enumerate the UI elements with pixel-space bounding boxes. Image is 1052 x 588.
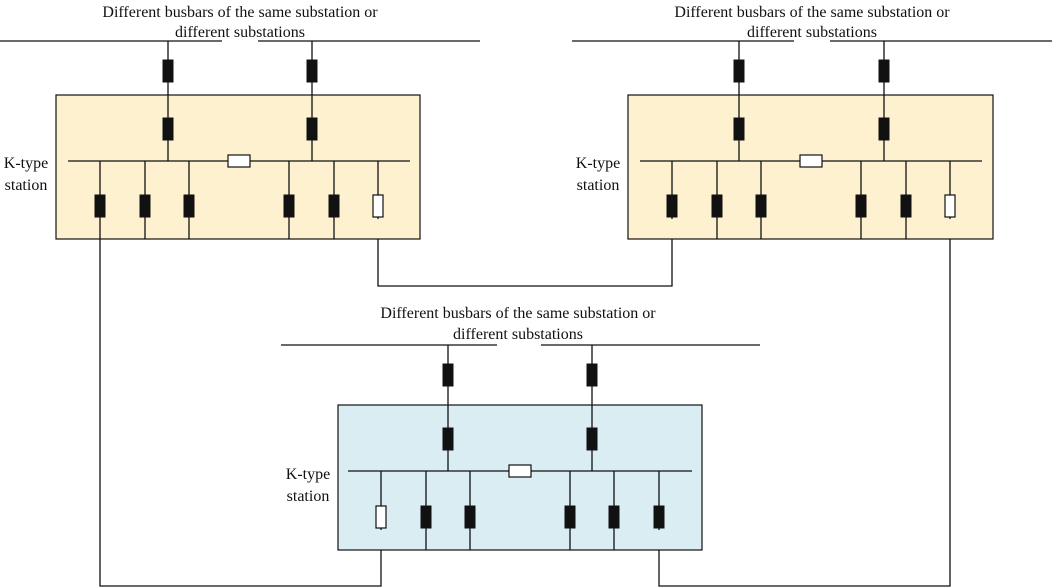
station-b-label-line1: K-type [576,155,620,172]
station-b-outgoing-switch-6-open [944,194,956,218]
station-b-outgoing-switch-2 [711,194,723,218]
station-b-outgoing-switch-5 [900,194,912,218]
station-b: Different busbars of the same substation… [572,4,1052,240]
station-b-busbar-caption-line1: Different busbars of the same substation… [674,4,950,21]
station-a-incoming-switch-right-upper [306,59,318,83]
station-c-incoming-switch-left-lower [442,427,454,451]
station-a-busbar-caption-line1: Different busbars of the same substation… [102,4,378,21]
station-b-incoming-switch-left-upper [733,59,745,83]
station-b-label-line2: station [577,177,620,194]
station-a-outgoing-switch-4 [283,194,295,218]
station-b-outgoing-switch-4 [855,194,867,218]
station-a-incoming-switch-left-upper [162,59,174,83]
station-c-outgoing-switch-1-open [375,505,387,529]
station-a-busbar-caption-line2: different substations [175,24,305,41]
interconnection-cables [99,219,951,587]
station-c-incoming-switch-left-upper [442,363,454,387]
station-a-outgoing-switch-3 [183,194,195,218]
station-b-incoming-switch-right-lower [878,117,890,141]
station-c-label-line1: K-type [286,466,330,483]
station-b-incoming-switch-left-lower [733,117,745,141]
station-b-bus-tie-switch [799,154,823,168]
station-a-outgoing-switch-1 [94,194,106,218]
station-a-bus-tie-switch [227,154,251,168]
station-c-busbar-caption-line2: different substations [453,326,583,343]
station-a-outgoing-switch-2 [139,194,151,218]
station-c-incoming-switch-right-lower [586,427,598,451]
station-c-outgoing-switch-6 [653,505,665,529]
station-a-incoming-switch-right-lower [306,117,318,141]
station-a-outgoing-switch-6-open [372,194,384,218]
cable-station-a-to-station-b [377,219,673,287]
station-a-label-line1: K-type [4,155,48,172]
station-c-bus-tie-switch [508,464,532,478]
station-c-label-line2: station [287,488,330,505]
station-c-outgoing-switch-4 [564,505,576,529]
station-a-label-line2: station [5,177,48,194]
station-c: Different busbars of the same substation… [281,305,760,551]
station-c-busbar-caption-line1: Different busbars of the same substation… [380,305,656,322]
station-b-busbar-caption-line2: different substations [747,24,877,41]
station-b-incoming-switch-right-upper [878,59,890,83]
station-c-outgoing-switch-2 [420,505,432,529]
station-a-incoming-switch-left-lower [162,117,174,141]
station-a: Different busbars of the same substation… [0,4,480,240]
station-a-outgoing-switch-5 [328,194,340,218]
cable-station-a-to-station-c [99,219,382,587]
station-b-outgoing-switch-1 [666,194,678,218]
station-c-outgoing-switch-5 [608,505,620,529]
station-b-outgoing-switch-3 [755,194,767,218]
cable-station-b-to-station-c [658,219,951,587]
station-c-outgoing-switch-3 [464,505,476,529]
station-c-incoming-switch-right-upper [586,363,598,387]
